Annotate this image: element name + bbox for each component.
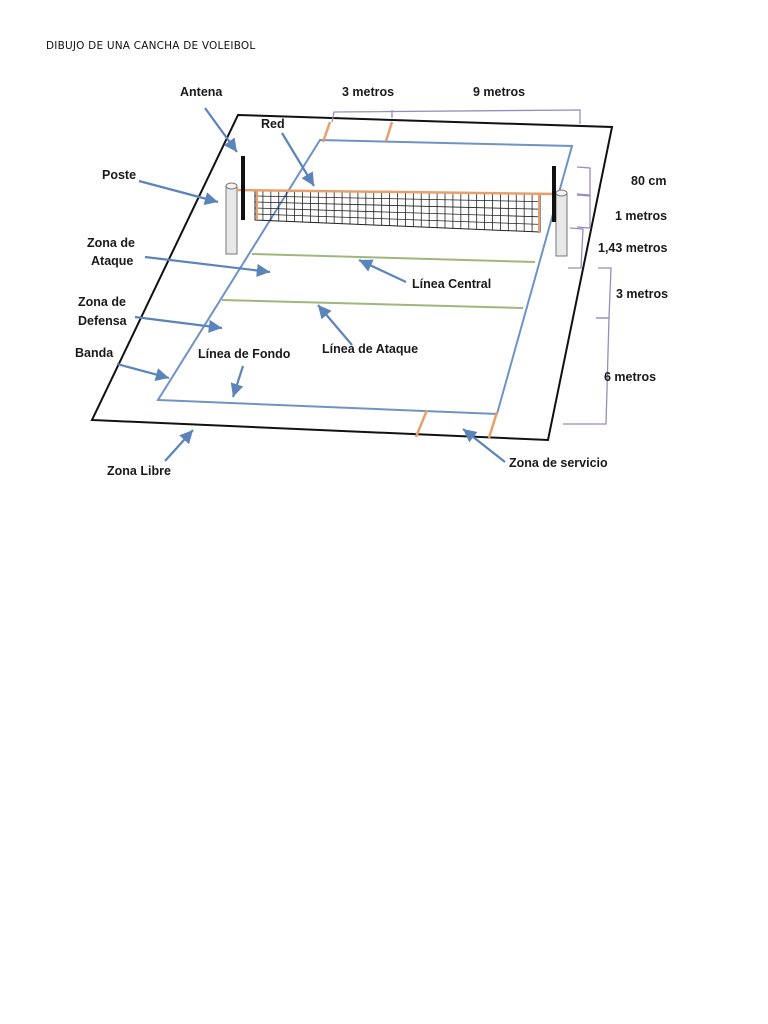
right-brackets [563, 166, 612, 425]
arrow-antena [204, 107, 238, 153]
service-mark-bottom-1 [414, 409, 429, 438]
arrow-zona-libre [164, 429, 194, 462]
measure-top-3: 3 metros [342, 85, 394, 99]
arrow-zona-ataque [144, 255, 271, 277]
court-boundary [156, 138, 574, 416]
label-zona-servicio: Zona de servicio [509, 456, 608, 470]
label-zona-ataque-2: Ataque [91, 254, 133, 268]
post-left [225, 182, 238, 255]
arrow-banda [116, 362, 170, 381]
arrow-zona-servicio [462, 428, 506, 463]
label-antena: Antena [180, 85, 223, 99]
label-linea-ataque: Línea de Ataque [322, 342, 418, 356]
arrows [116, 107, 506, 463]
label-zona-defensa-1: Zona de [78, 295, 126, 309]
label-banda: Banda [75, 346, 114, 360]
label-zona-ataque-1: Zona de [87, 236, 135, 250]
free-zone-outline [90, 113, 614, 442]
measure-top-9: 9 metros [473, 85, 525, 99]
service-mark-top-1 [321, 121, 332, 143]
measure-3m: 3 metros [616, 287, 668, 301]
measure-143m: 1,43 metros [598, 241, 668, 255]
label-zona-defensa-2: Defensa [78, 314, 128, 328]
center-line [251, 253, 536, 263]
label-linea-central: Línea Central [412, 277, 491, 291]
arrow-linea-central [358, 259, 407, 283]
label-poste: Poste [102, 168, 136, 182]
arrow-zona-defensa [134, 315, 223, 333]
arrow-red [281, 132, 315, 187]
label-zona-libre: Zona Libre [107, 464, 171, 478]
measure-1m: 1 metros [615, 209, 667, 223]
service-mark-bottom-2 [487, 411, 499, 439]
net [236, 188, 557, 233]
page-title: DIBUJO DE UNA CANCHA DE VOLEIBOL [46, 40, 256, 52]
measure-6m: 6 metros [604, 370, 656, 384]
service-mark-top-2 [384, 121, 394, 142]
arrow-linea-fondo [230, 365, 245, 398]
top-bracket [331, 109, 581, 124]
arrow-poste [138, 179, 219, 205]
measure-80cm: 80 cm [631, 174, 666, 188]
label-linea-fondo: Línea de Fondo [198, 347, 291, 361]
antenna-right [552, 166, 556, 222]
antenna-left [241, 156, 245, 220]
post-right [555, 189, 568, 257]
arrow-linea-ataque [317, 304, 353, 346]
attack-line [221, 299, 524, 309]
label-red: Red [261, 117, 285, 131]
